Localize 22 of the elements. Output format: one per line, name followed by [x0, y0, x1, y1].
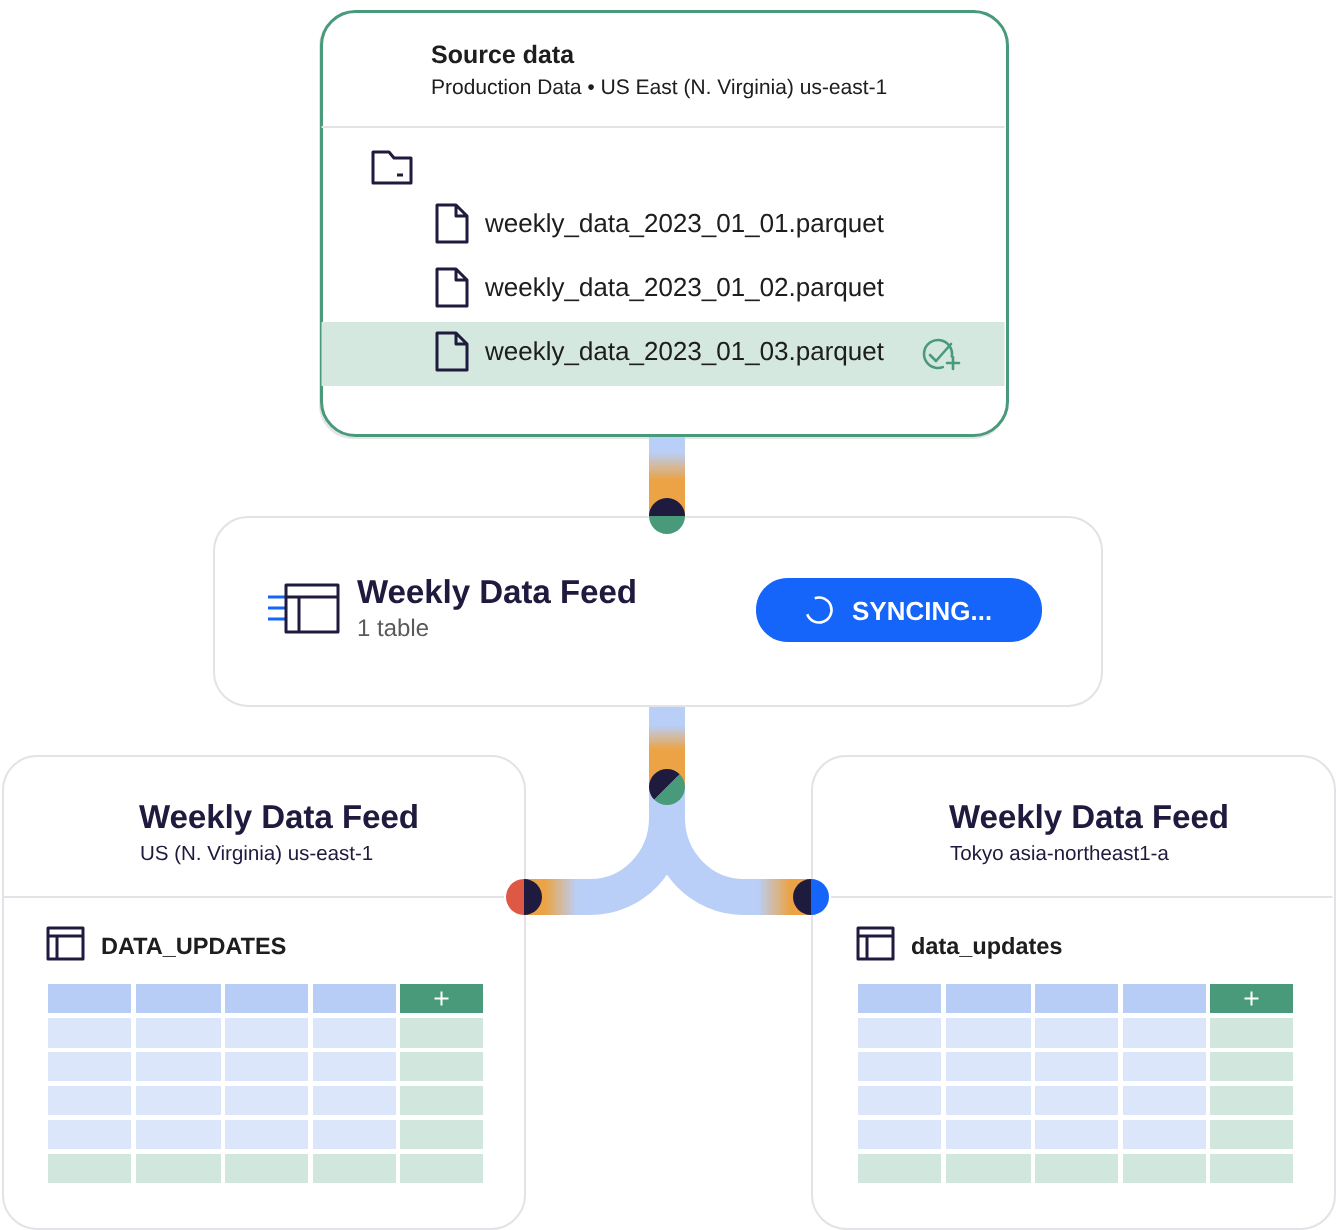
source-card [319, 10, 1009, 439]
pipe-connector [649, 437, 685, 534]
card-title: Weekly Data Feed [357, 579, 635, 610]
pipe-connector [667, 817, 829, 915]
destination-card [811, 755, 1336, 1230]
pipe-connector [649, 707, 685, 818]
file-name: weekly_data_2023_01_03.parquet [484, 341, 884, 366]
table-name: DATA_UPDATES [102, 937, 286, 957]
card-title: Weekly Data Feed [949, 804, 1227, 835]
highlighted-row [321, 322, 1005, 386]
sync-button: SYNCING... [756, 578, 1042, 642]
feed-card [213, 516, 1103, 707]
card-title: Source data [431, 44, 575, 64]
file-name: weekly_data_2023_01_01.parquet [484, 213, 884, 238]
card-title: Weekly Data Feed [139, 804, 417, 835]
card-subtitle: Tokyo asia-northeast1-a [950, 845, 1169, 865]
card-subtitle: US (N. Virginia) us-east-1 [141, 845, 373, 865]
table-name: data_updates [911, 937, 1062, 959]
card-subtitle: Production Data • US East (N. Virginia) us-east-1 [432, 78, 887, 99]
destination-card [2, 755, 526, 1230]
card-subtitle: 1 table [358, 618, 428, 637]
pipe-connector [506, 817, 667, 915]
